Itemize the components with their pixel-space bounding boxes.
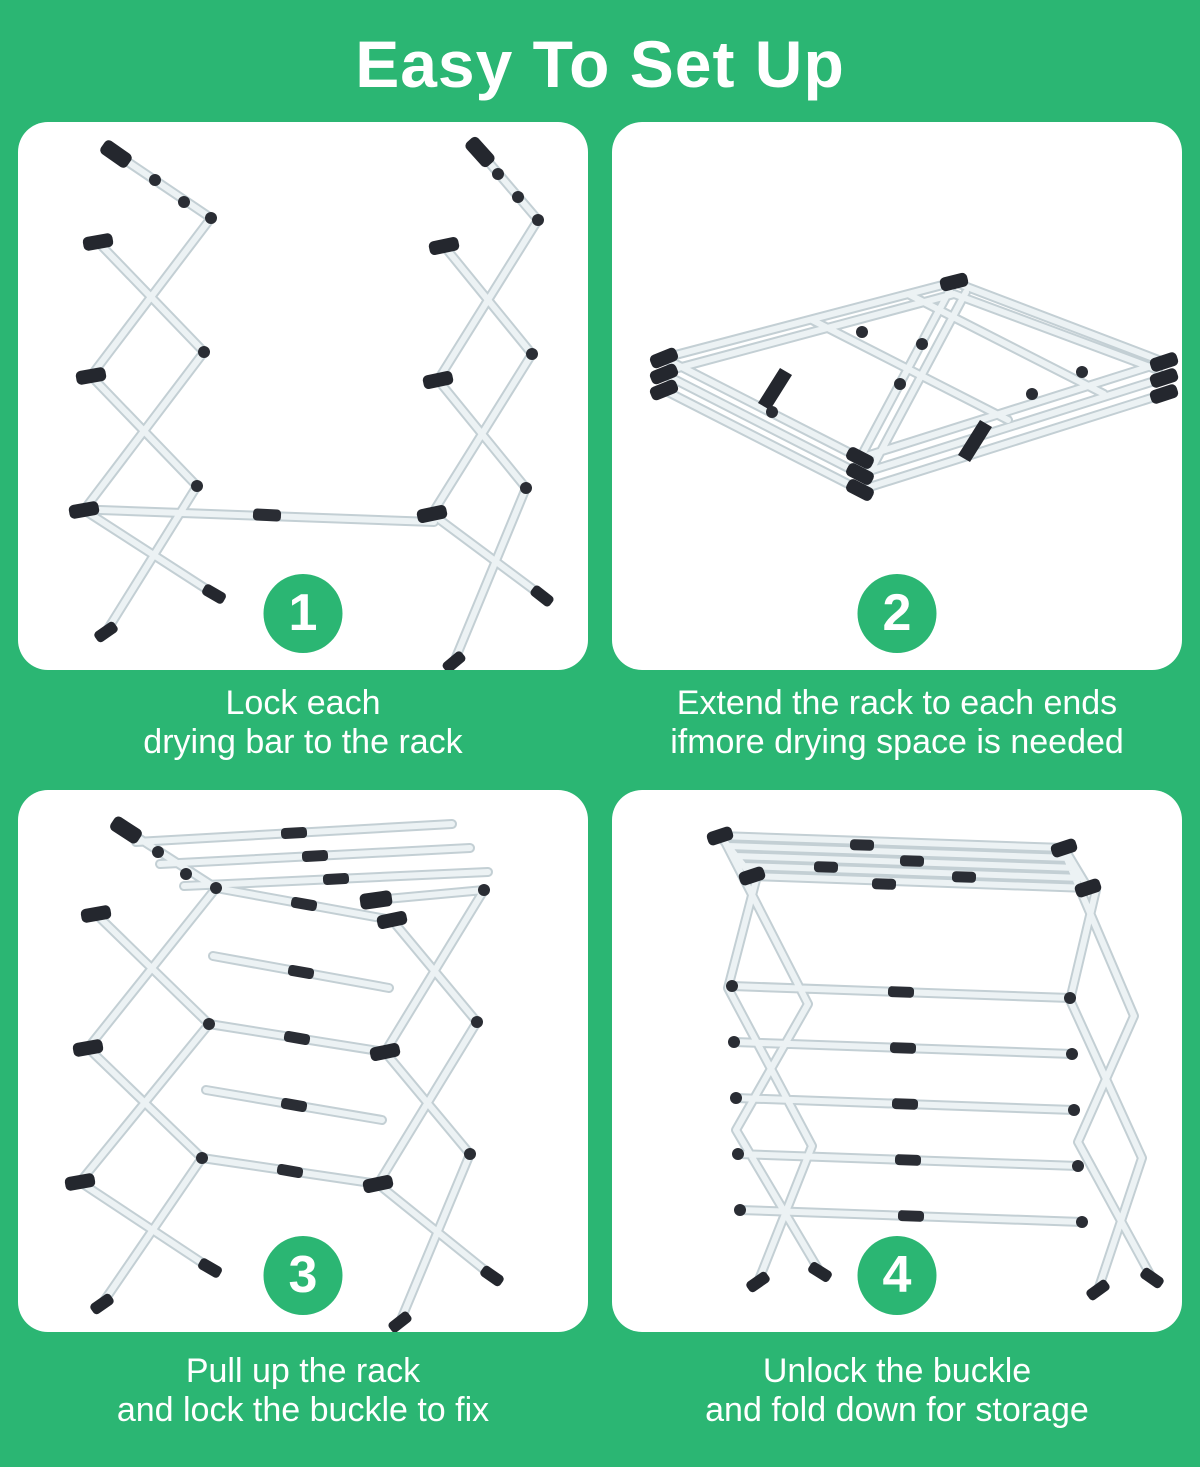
- step-card-4: 4: [612, 790, 1182, 1332]
- step-1-product-image: [68, 136, 554, 670]
- step-4-number: 4: [882, 1245, 912, 1304]
- step-2-black-fittings: [649, 272, 1179, 501]
- step-3-product-image: [64, 816, 504, 1332]
- step-3-caption: Pull up the rack and lock the buckle to …: [18, 1352, 588, 1430]
- caption-line: Unlock the buckle: [762, 1352, 1032, 1390]
- step-4-caption: Unlock the buckle and fold down for stor…: [612, 1352, 1182, 1430]
- step-1-number: 1: [288, 583, 318, 642]
- caption-line: Extend the rack to each ends: [676, 684, 1118, 722]
- step-1-badge: 1: [263, 574, 343, 653]
- caption-line: and fold down for storage: [705, 1391, 1089, 1429]
- caption-line: drying bar to the rack: [143, 723, 463, 761]
- step-card-2: 2: [612, 122, 1182, 670]
- step-2-number: 2: [882, 583, 912, 642]
- step-card-1: 1: [18, 122, 588, 670]
- step-4-product-image: [706, 826, 1164, 1301]
- step-3-black-fittings: [64, 816, 504, 1332]
- step-2-caption: Extend the rack to each ends ifmore dryi…: [612, 684, 1182, 762]
- step-card-3: 3: [18, 790, 588, 1332]
- step-1-black-fittings: [68, 136, 554, 670]
- step-2-product-image: [649, 272, 1179, 501]
- caption-line: and lock the buckle to fix: [116, 1391, 490, 1429]
- caption-line: ifmore drying space is needed: [670, 723, 1124, 761]
- step-4-black-fittings: [706, 826, 1164, 1301]
- caption-line: Pull up the rack: [185, 1352, 421, 1390]
- page-title: Easy To Set Up: [355, 27, 845, 101]
- step-3-number: 3: [288, 1245, 318, 1304]
- caption-line: Lock each: [225, 684, 381, 722]
- step-2-badge: 2: [857, 574, 937, 653]
- step-1-caption: Lock each drying bar to the rack: [18, 684, 588, 762]
- step-4-badge: 4: [857, 1236, 937, 1315]
- step-3-badge: 3: [263, 1236, 343, 1315]
